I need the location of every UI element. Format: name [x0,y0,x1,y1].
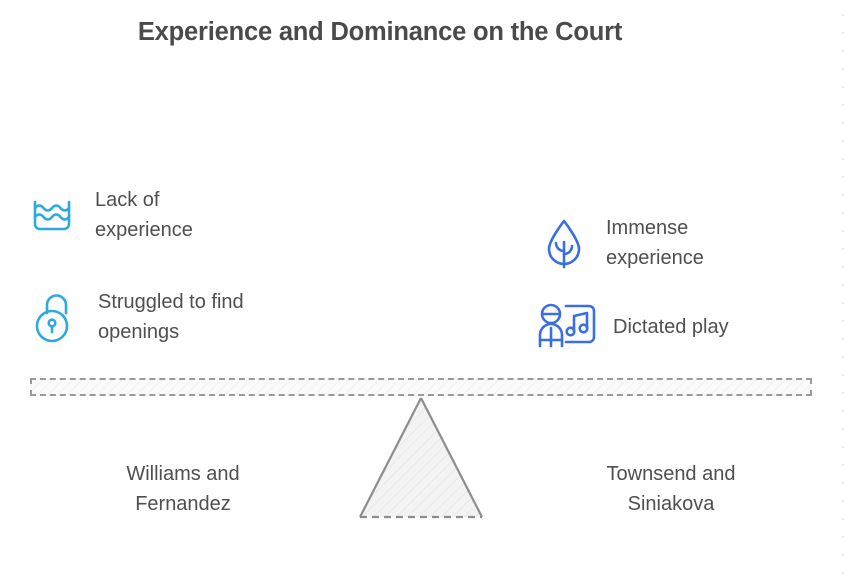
feature-label: Dictated play [613,316,729,339]
balance-fulcrum [358,396,484,520]
page-title: Experience and Dominance on the Court [137,18,623,46]
dot-grid-decoration [830,0,860,578]
water-waves-icon [30,196,74,236]
team-label-right: Townsend and Siniakova [606,463,736,515]
feature-struggled-to-find-openings: Struggled to find openings [33,288,244,347]
feature-dictated-play: Dictated play [536,302,729,354]
feature-label: Immense experience [606,217,704,269]
feature-label: Lack of experience [95,189,193,241]
feature-label: Struggled to find openings [98,291,244,343]
feature-lack-of-experience: Lack of experience [30,186,193,245]
open-padlock-icon [33,291,77,345]
feature-immense-experience: Immense experience [541,214,704,273]
leaf-icon [541,216,587,272]
team-label-left: Williams and Fernandez [126,463,240,515]
conductor-music-icon [536,302,598,354]
balance-beam [30,378,812,396]
